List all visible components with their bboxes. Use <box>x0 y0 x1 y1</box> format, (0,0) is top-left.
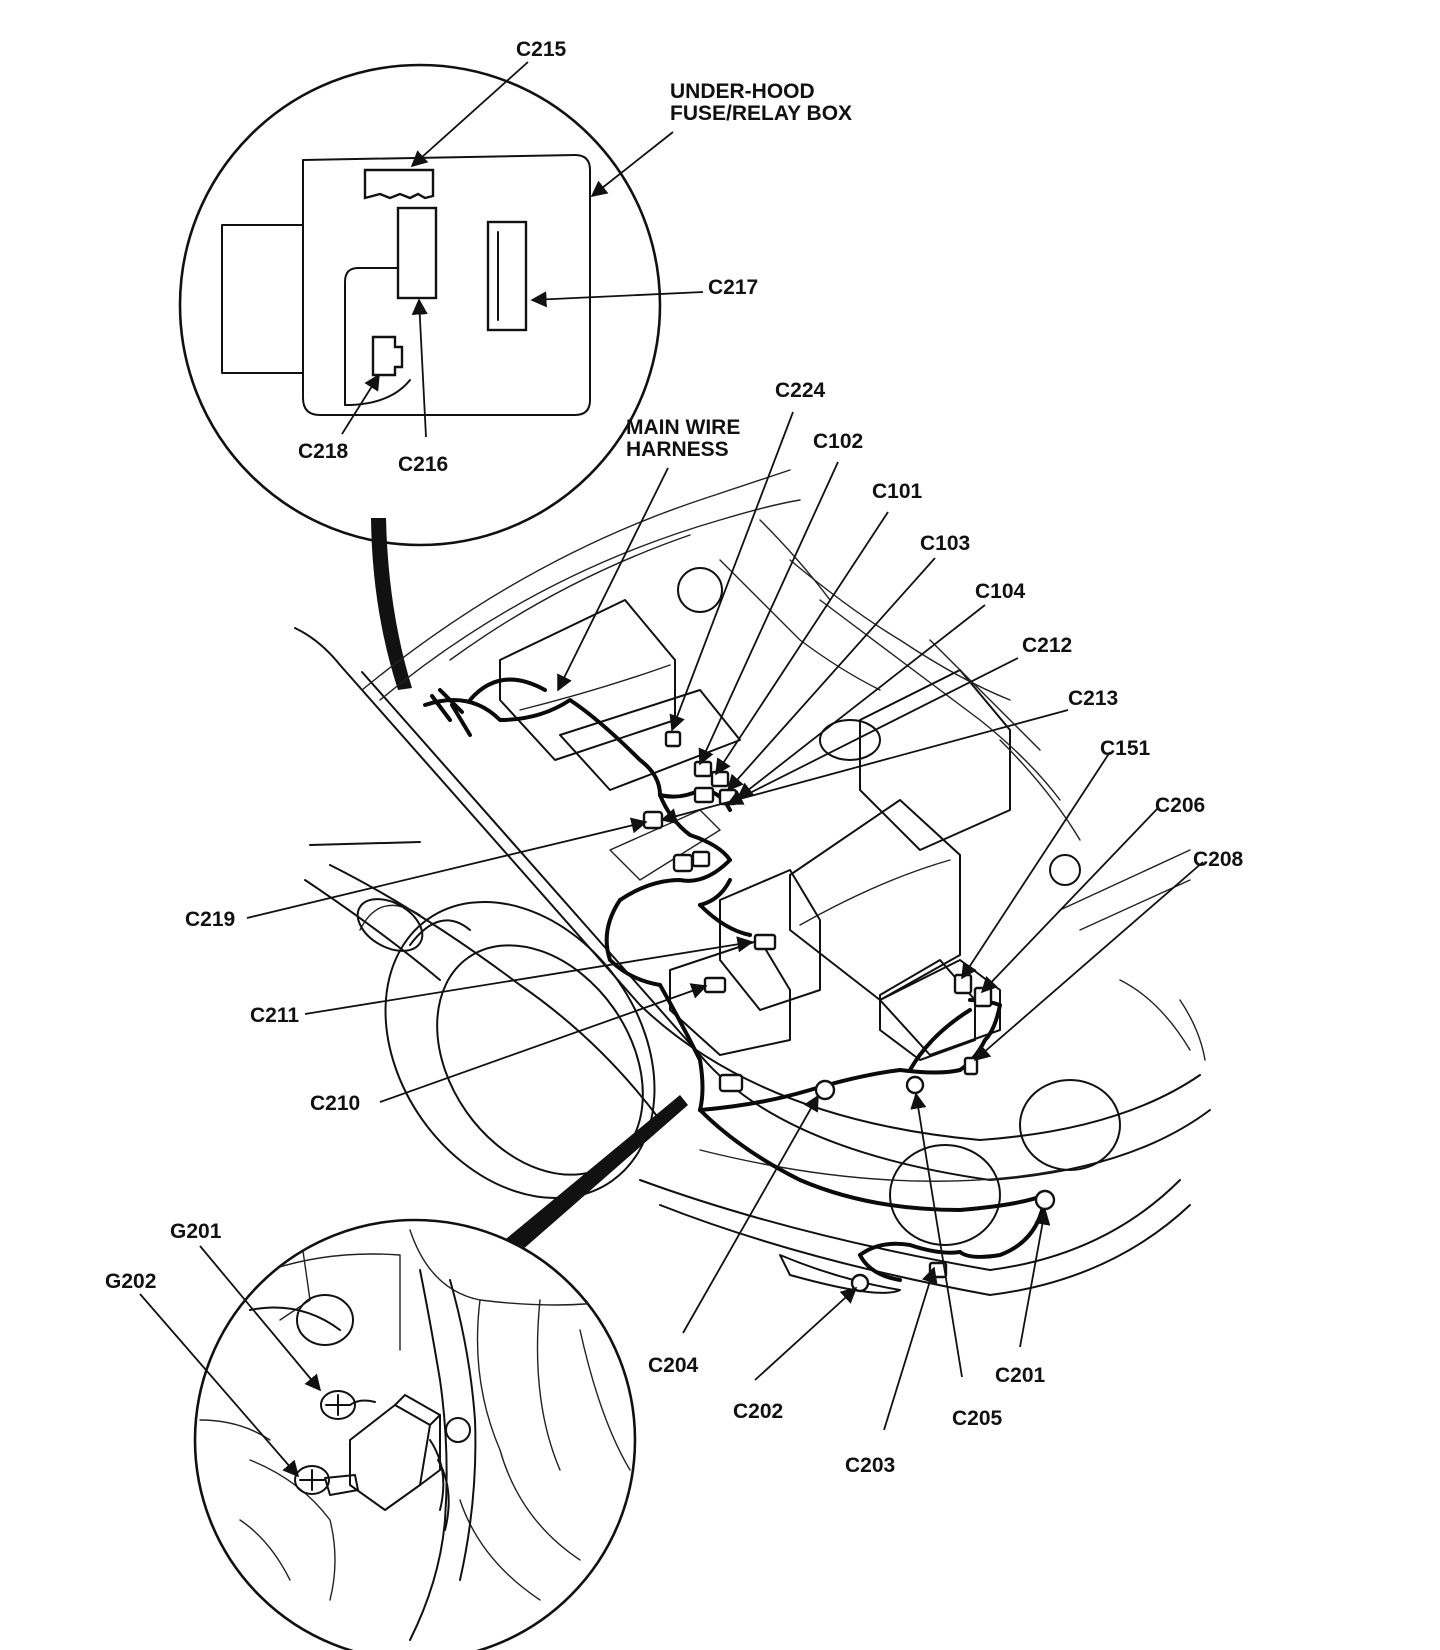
label-g202: G202 <box>105 1270 156 1293</box>
label-c101: C101 <box>872 480 923 503</box>
callout-labels: C215 UNDER-HOOD FUSE/RELAY BOX C217 C218… <box>105 38 1244 1477</box>
label-c212: C212 <box>1022 634 1072 657</box>
label-c201: C201 <box>995 1364 1046 1387</box>
label-main-wire-line2: HARNESS <box>626 438 729 461</box>
label-c204: C204 <box>648 1354 699 1377</box>
label-c205: C205 <box>952 1407 1003 1430</box>
harness-connectors <box>430 688 1056 1293</box>
c215-connector <box>363 168 435 200</box>
label-c206: C206 <box>1155 794 1205 817</box>
label-g201: G201 <box>170 1220 222 1243</box>
label-c215: C215 <box>516 38 567 61</box>
label-main-wire-line1: MAIN WIRE <box>626 416 740 439</box>
label-c217: C217 <box>708 276 758 299</box>
fuse-box-detail-inset <box>178 61 704 547</box>
c216-connector <box>396 206 438 300</box>
inset-pointer-top <box>371 518 412 690</box>
callout-leaders <box>246 411 1204 1431</box>
label-c203: C203 <box>845 1454 895 1477</box>
label-under-hood-line2: FUSE/RELAY BOX <box>670 102 852 125</box>
c217-connector <box>486 220 528 332</box>
label-c213: C213 <box>1068 687 1118 710</box>
label-c219: C219 <box>185 908 235 931</box>
label-c202: C202 <box>733 1400 783 1423</box>
label-c103: C103 <box>920 532 970 555</box>
g201-ground-bolt <box>320 1390 356 1420</box>
g202-ground-bolt <box>294 1465 330 1495</box>
engine-compartment-drawing <box>294 469 1211 1296</box>
label-c218: C218 <box>298 440 349 463</box>
label-under-hood-line1: UNDER-HOOD <box>670 80 815 103</box>
label-c216: C216 <box>398 453 448 476</box>
label-c211: C211 <box>250 1004 299 1027</box>
ground-detail-inset <box>139 1218 637 1650</box>
label-c224: C224 <box>775 379 826 402</box>
inset-pointer-bottom <box>495 1095 688 1258</box>
label-c210: C210 <box>310 1092 360 1115</box>
c218-connector <box>371 335 404 377</box>
label-c151: C151 <box>1100 737 1151 760</box>
label-c102: C102 <box>813 430 863 453</box>
label-c208: C208 <box>1193 848 1244 871</box>
label-c104: C104 <box>975 580 1026 603</box>
